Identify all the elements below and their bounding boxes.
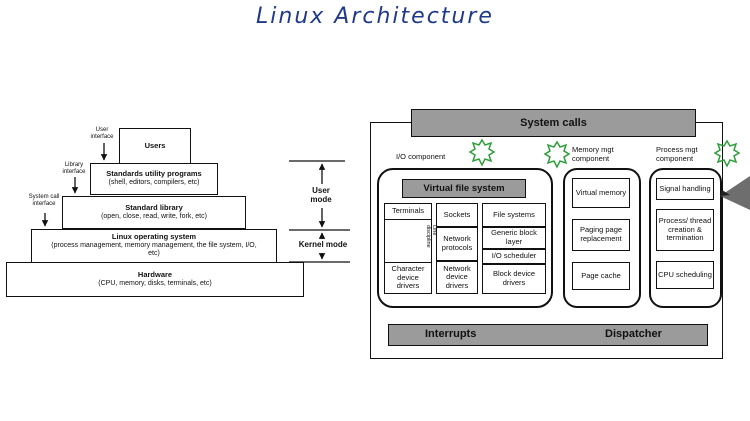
signal-handling-label: Signal handling: [659, 183, 711, 193]
line-discipline-label: Line discipline: [424, 225, 437, 248]
memory-component-label: Memory mgt component: [572, 145, 614, 163]
std-utils-sub: (shell, editors, compilers, etc): [108, 179, 200, 187]
pen-icon: [720, 176, 750, 210]
generic-block-label: Generic block layer: [491, 228, 537, 246]
system-calls-bar: System calls: [411, 109, 696, 137]
network-drivers-label: Network device drivers: [443, 263, 471, 290]
network-protocols-label: Network protocols: [441, 234, 473, 252]
user-mode-label: User mode: [310, 186, 332, 205]
process-thread-label: Process/ thread creation & termination: [658, 216, 712, 243]
page-title: Linux Architecture: [256, 4, 494, 29]
process-component-label: Process mgt component: [656, 145, 698, 163]
kernel-mode-label: Kernel mode: [298, 240, 348, 249]
virtual-memory-label: Virtual memory: [575, 187, 627, 197]
interrupts-label: Interrupts: [425, 328, 477, 340]
process-thread-box: Process/ thread creation & termination: [656, 209, 714, 251]
std-lib-title: Standard library: [125, 202, 183, 212]
users-label: Users: [144, 140, 166, 150]
terminals-label: Terminals: [391, 206, 425, 216]
layer-users: Users: [119, 128, 191, 164]
network-protocols-box: Network protocols: [436, 227, 478, 261]
page-cache-label: Page cache: [581, 270, 621, 280]
layer-hardware: Hardware (CPU, memory, disks, terminals,…: [6, 262, 304, 297]
io-scheduler-box: I/O scheduler: [482, 249, 546, 264]
page-cache-box: Page cache: [572, 262, 630, 290]
io-scheduler-label: I/O scheduler: [491, 251, 537, 261]
hardware-title: Hardware: [137, 269, 173, 279]
terminals-box: Terminals: [384, 203, 432, 220]
vfs-bar: Virtual file system: [402, 179, 526, 198]
file-systems-box: File systems: [482, 203, 546, 227]
memory-component-group: [563, 168, 641, 308]
sockets-box: Sockets: [436, 203, 478, 227]
system-calls-label: System calls: [520, 117, 587, 129]
cpu-scheduling-box: CPU scheduling: [656, 261, 714, 289]
linux-os-title: Linux operating system: [111, 232, 197, 242]
process-component-group: [649, 168, 722, 308]
generic-block-box: Generic block layer: [482, 227, 546, 249]
block-drivers-label: Block device drivers: [492, 269, 536, 287]
system-call-interface-label: System call interface: [28, 194, 60, 207]
dispatcher-label: Dispatcher: [605, 328, 662, 340]
paging-box: Paging page replacement: [572, 219, 630, 251]
char-drivers-label: Character device drivers: [391, 264, 425, 291]
network-drivers-box: Network device drivers: [436, 261, 478, 294]
paging-label: Paging page replacement: [579, 225, 623, 243]
io-component-label: I/O component: [396, 152, 446, 161]
line-discipline-region: Line discipline: [384, 219, 437, 263]
linux-os-sub: (process management, memory management, …: [51, 241, 257, 258]
user-interface-label: User interface: [90, 127, 114, 140]
std-lib-sub: (open, close, read, write, fork, etc): [101, 212, 207, 220]
cpu-scheduling-label: CPU scheduling: [658, 269, 712, 279]
char-drivers-box: Character device drivers: [384, 262, 432, 294]
block-drivers-box: Block device drivers: [482, 264, 546, 294]
vfs-label: Virtual file system: [423, 183, 505, 194]
layer-linux-os: Linux operating system (process manageme…: [31, 229, 277, 263]
interrupts-dispatcher-bar: Interrupts Dispatcher: [388, 324, 708, 346]
layer-standard-utilities: Standards utility programs (shell, edito…: [90, 163, 218, 195]
file-systems-label: File systems: [493, 209, 535, 219]
io-component-group: [377, 168, 553, 308]
virtual-memory-box: Virtual memory: [572, 178, 630, 208]
sockets-label: Sockets: [443, 209, 471, 219]
std-utils-title: Standards utility programs: [106, 169, 202, 179]
layer-standard-library: Standard library (open, close, read, wri…: [62, 196, 246, 229]
hardware-sub: (CPU, memory, disks, terminals, etc): [98, 279, 212, 287]
library-interface-label: Library interface: [62, 162, 86, 175]
signal-handling-box: Signal handling: [656, 178, 714, 200]
